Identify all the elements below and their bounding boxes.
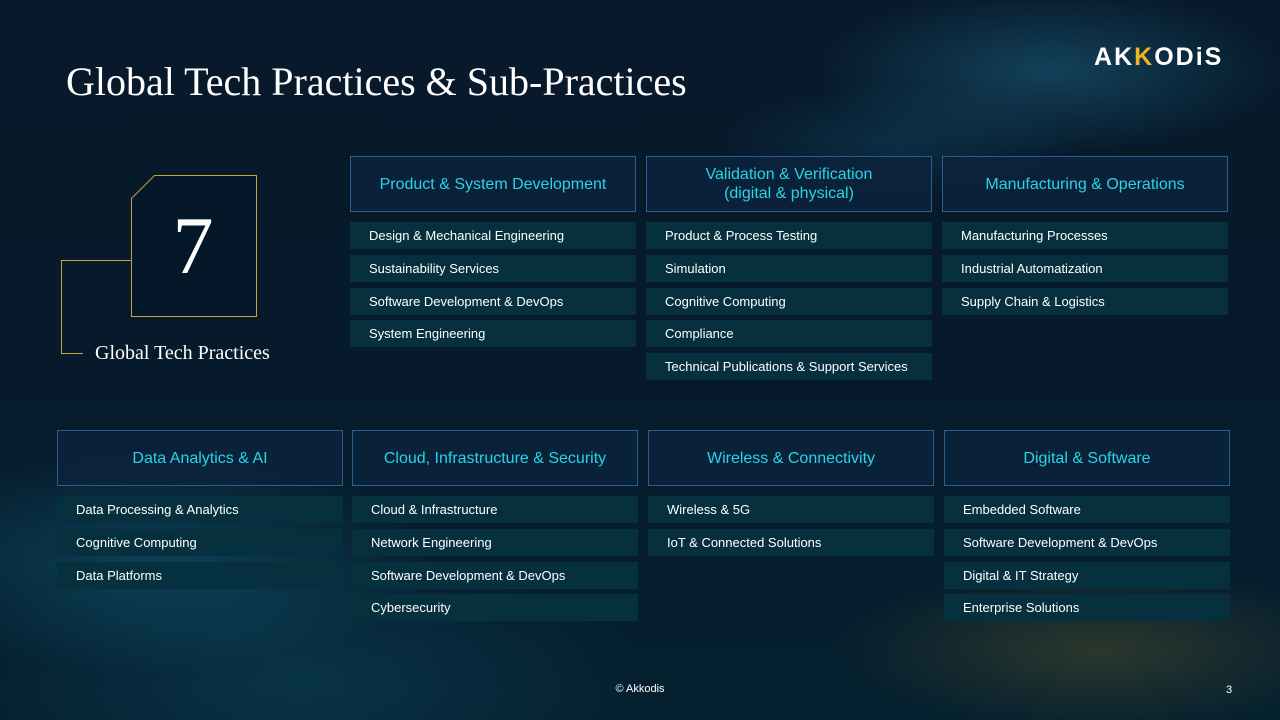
sub-practice-list: Wireless & 5G IoT & Connected Solutions (648, 496, 934, 556)
sub-practice-item: Compliance (646, 320, 932, 348)
practice-count-label: Global Tech Practices (95, 342, 270, 364)
sub-practice-item: Data Platforms (57, 561, 343, 589)
badge-corner-line (131, 175, 156, 200)
slide-title: Global Tech Practices & Sub-Practices (66, 59, 687, 104)
sub-practice-item: Cognitive Computing (57, 528, 343, 556)
logo-part-odis: ODiS (1154, 43, 1224, 71)
practice-title: Wireless & Connectivity (648, 430, 934, 486)
sub-practice-item: Manufacturing Processes (942, 222, 1228, 249)
practice-column: Data Analytics & AI Data Processing & Ana… (57, 430, 343, 594)
badge-connector-vertical (61, 260, 62, 354)
sub-practice-item: Cybersecurity (352, 594, 638, 622)
sub-practice-item: IoT & Connected Solutions (648, 528, 934, 556)
sub-practice-item: Data Processing & Analytics (57, 496, 343, 523)
sub-practice-item: Cognitive Computing (646, 287, 932, 315)
akkodis-logo: AKKODiS (1094, 44, 1242, 70)
practice-title: Validation & Verification (digital & phy… (646, 156, 932, 212)
sub-practice-item: Cloud & Infrastructure (352, 496, 638, 523)
practice-count-badge (131, 175, 257, 317)
sub-practice-item: Sustainability Services (350, 254, 636, 282)
practice-title: Digital & Software (944, 430, 1230, 486)
sub-practice-item: Digital & IT Strategy (944, 561, 1230, 589)
sub-practice-item: Network Engineering (352, 528, 638, 556)
sub-practice-item: Supply Chain & Logistics (942, 287, 1228, 315)
practice-title: Cloud, Infrastructure & Security (352, 430, 638, 486)
sub-practice-item: Wireless & 5G (648, 496, 934, 523)
badge-connector-top (61, 260, 131, 261)
sub-practice-item: Enterprise Solutions (944, 594, 1230, 622)
practice-title: Manufacturing & Operations (942, 156, 1228, 212)
practice-title: Data Analytics & AI (57, 430, 343, 486)
sub-practice-item: Industrial Automatization (942, 254, 1228, 282)
practice-title: Product & System Development (350, 156, 636, 212)
sub-practice-item: Software Development & DevOps (350, 287, 636, 315)
logo-part-k1: K (1114, 43, 1135, 71)
practice-column: Validation & Verification (digital & phy… (646, 156, 932, 386)
sub-practice-item: Embedded Software (944, 496, 1230, 523)
sub-practice-item: System Engineering (350, 320, 636, 348)
footer-copyright: © Akkodis (615, 683, 665, 695)
logo-part-k2: K (1134, 43, 1155, 71)
sub-practice-item: Software Development & DevOps (352, 561, 638, 589)
logo-part-a: A (1094, 43, 1115, 71)
practice-count-number: 7 (172, 200, 214, 291)
sub-practice-item: Product & Process Testing (646, 222, 932, 249)
page-number: 3 (1226, 684, 1233, 696)
badge-connector-bottom (61, 353, 83, 354)
sub-practice-item: Design & Mechanical Engineering (350, 222, 636, 249)
sub-practice-item: Simulation (646, 254, 932, 282)
sub-practice-item: Technical Publications & Support Service… (646, 353, 932, 381)
sub-practice-item: Software Development & DevOps (944, 528, 1230, 556)
